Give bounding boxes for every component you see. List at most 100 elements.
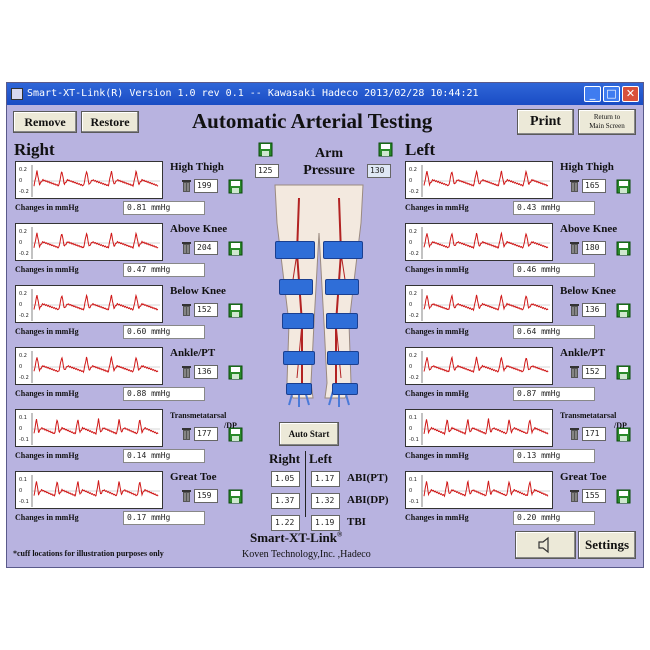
y-tick-label: -0.1 [409,437,419,443]
right-cuff-pressure-field[interactable]: 177 [194,427,218,441]
trash-icon[interactable] [182,179,191,192]
left-cuff-pressure-field[interactable]: 180 [582,241,606,255]
right-change-value: 0.47 mmHg [123,263,205,277]
left-cuff-pressure-field[interactable]: 136 [582,303,606,317]
right-change-label: Changes in mmHg [15,327,79,336]
trash-icon[interactable] [182,365,191,378]
save-icon[interactable] [616,241,631,256]
left-cuff-pressure-field[interactable]: 171 [582,427,606,441]
left-cuff-pressure-field[interactable]: 155 [582,489,606,503]
y-tick-label: 0 [409,178,413,184]
trash-icon[interactable] [182,427,191,440]
index-label: ABI(PT) [347,472,388,484]
registered-mark: ® [336,530,343,539]
indices-left-header: Left [309,451,333,466]
trash-icon[interactable] [182,489,191,502]
window-title: Smart-XT-Link(R) Version 1.0 rev 0.1 -- … [27,88,479,99]
maximize-button[interactable]: □ [603,86,620,102]
close-button[interactable]: ✕ [622,86,639,102]
right-index-value: 1.05 [271,471,300,487]
y-tick-label: -0.2 [19,375,29,381]
trash-icon[interactable] [570,241,579,254]
save-icon[interactable] [616,365,631,380]
save-icon[interactable] [228,303,243,318]
return-to-main-button[interactable]: Return to Main Screen [578,109,636,135]
right-cuff-pressure-field[interactable]: 136 [194,365,218,379]
right-index-value: 1.22 [271,515,300,531]
save-icon[interactable] [616,303,631,318]
pressure-cuff [283,351,315,365]
trash-icon[interactable] [182,303,191,316]
trash-icon[interactable] [570,427,579,440]
remove-button[interactable]: Remove [13,111,77,133]
settings-button[interactable]: Settings [578,531,636,559]
left-location-label: Below Knee [560,285,616,297]
right-cuff-pressure-field[interactable]: 159 [194,489,218,503]
save-icon[interactable] [378,142,393,157]
save-icon[interactable] [616,427,631,442]
trash-icon[interactable] [570,365,579,378]
y-tick-label: -0.2 [409,189,419,195]
right-location-label: High Thigh [170,161,224,173]
save-icon[interactable] [616,179,631,194]
trash-icon[interactable] [570,303,579,316]
save-icon[interactable] [228,427,243,442]
app-icon [11,88,23,100]
save-icon[interactable] [616,489,631,504]
auto-start-button[interactable]: Auto Start [279,422,339,446]
arm-pressure-label-line2: Pressure [303,163,355,178]
indices-divider [305,451,306,517]
right-arm-pressure-field[interactable]: 125 [255,164,279,178]
pressure-cuff [326,313,358,329]
arm-pressure-label: Arm Pressure [289,145,369,179]
left-arm-pressure-field[interactable]: 130 [367,164,391,178]
sound-button[interactable] [515,531,576,559]
y-tick-label: 0.2 [19,291,27,297]
app-window: Smart-XT-Link(R) Version 1.0 rev 0.1 -- … [6,82,644,568]
left-cuff-pressure-field[interactable]: 165 [582,179,606,193]
arm-pressure-label-line1: Arm [315,146,343,161]
minimize-button[interactable]: _ [584,86,601,102]
left-location-label: Transmetatarsal [560,411,617,420]
pressure-cuff [327,351,359,365]
y-tick-label: 0.2 [409,229,417,235]
left-change-value: 0.43 mmHg [513,201,595,215]
right-change-value: 0.60 mmHg [123,325,205,339]
save-icon[interactable] [258,142,273,157]
left-change-label: Changes in mmHg [405,389,469,398]
y-tick-label: 0 [19,240,23,246]
y-tick-label: -0.1 [19,437,29,443]
right-cuff-pressure-field[interactable]: 152 [194,303,218,317]
trash-icon[interactable] [570,489,579,502]
left-change-value: 0.87 mmHg [513,387,595,401]
left-index-value: 1.19 [311,515,340,531]
save-icon[interactable] [228,365,243,380]
right-cuff-pressure-field[interactable]: 199 [194,179,218,193]
left-change-label: Changes in mmHg [405,265,469,274]
left-location-suffix: /DP [614,421,627,430]
y-tick-label: 0.2 [409,353,417,359]
trash-icon[interactable] [570,179,579,192]
save-icon[interactable] [228,179,243,194]
print-button[interactable]: Print [517,109,574,135]
restore-button[interactable]: Restore [81,111,139,133]
y-tick-label: -0.2 [19,251,29,257]
index-label: TBI [347,516,366,528]
right-cuff-pressure-field[interactable]: 204 [194,241,218,255]
y-tick-label: 0.1 [19,415,27,421]
left-cuff-pressure-field[interactable]: 152 [582,365,606,379]
index-label: ABI(DP) [347,494,389,506]
y-tick-label: 0.1 [409,415,417,421]
save-icon[interactable] [228,489,243,504]
save-icon[interactable] [228,241,243,256]
trash-icon[interactable] [182,241,191,254]
y-tick-label: -0.2 [409,313,419,319]
right-change-value: 0.14 mmHg [123,449,205,463]
left-location-label: Above Knee [560,223,618,235]
